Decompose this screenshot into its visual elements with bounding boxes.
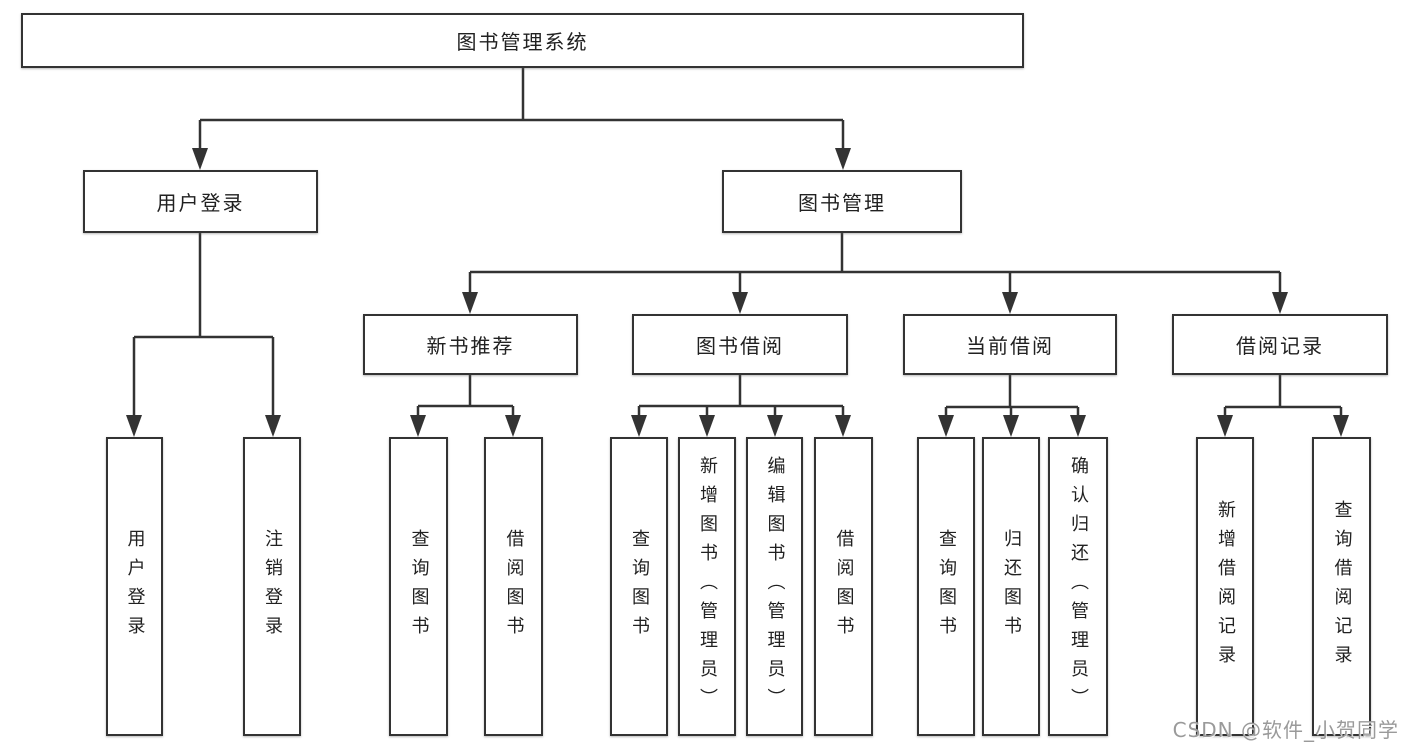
node-book-mgmt: 图书管理	[722, 170, 962, 233]
node-query-books-1-label: 查询图书	[408, 528, 430, 645]
node-add-book-admin: 新增图书（管理员）	[678, 437, 736, 736]
node-query-books-2-label: 查询图书	[629, 528, 650, 645]
node-query-books-2: 查询图书	[610, 437, 668, 736]
node-add-borrow-record-label: 新增借阅记录	[1215, 499, 1236, 674]
node-query-books-1: 查询图书	[389, 437, 448, 736]
node-book-borrow: 图书借阅	[632, 314, 848, 375]
node-current-borrow: 当前借阅	[903, 314, 1117, 375]
node-user-login-label: 用户登录	[156, 191, 245, 215]
node-user-login: 用户登录	[83, 170, 318, 233]
arrowhead-icons	[126, 148, 1349, 437]
node-current-borrow-label: 当前借阅	[966, 334, 1054, 358]
connector-shafts	[132, 68, 1343, 419]
node-borrow-books-2-label: 借阅图书	[833, 528, 855, 645]
node-edit-book-admin: 编辑图书（管理员）	[746, 437, 803, 736]
node-borrow-records: 借阅记录	[1172, 314, 1388, 375]
node-new-book-rec: 新书推荐	[363, 314, 578, 375]
node-new-book-rec-label: 新书推荐	[426, 334, 515, 358]
node-borrow-books-2: 借阅图书	[814, 437, 873, 736]
node-borrow-books-1-label: 借阅图书	[503, 528, 525, 645]
node-book-mgmt-label: 图书管理	[798, 191, 886, 215]
watermark: CSDN @软件_小贺同学	[1172, 718, 1399, 742]
node-login: 用户登录	[106, 437, 163, 736]
node-edit-book-admin-label: 编辑图书（管理员）	[764, 456, 786, 717]
node-add-borrow-record: 新增借阅记录	[1196, 437, 1254, 736]
node-query-borrow-record-label: 查询借阅记录	[1331, 499, 1353, 674]
node-borrow-books-1: 借阅图书	[484, 437, 543, 736]
node-borrow-records-label: 借阅记录	[1236, 334, 1324, 358]
node-book-borrow-label: 图书借阅	[696, 334, 784, 358]
node-return-books: 归还图书	[982, 437, 1040, 736]
node-confirm-return-admin-label: 确认归还（管理员）	[1068, 456, 1089, 717]
node-query-books-3: 查询图书	[917, 437, 975, 736]
node-login-label: 用户登录	[124, 528, 146, 645]
node-query-books-3-label: 查询图书	[936, 528, 957, 645]
node-return-books-label: 归还图书	[1001, 528, 1022, 645]
node-query-borrow-record: 查询借阅记录	[1312, 437, 1371, 736]
node-logout-label: 注销登录	[262, 528, 283, 645]
node-logout: 注销登录	[243, 437, 301, 736]
node-root: 图书管理系统	[21, 13, 1024, 68]
node-root-label: 图书管理系统	[456, 30, 589, 54]
node-confirm-return-admin: 确认归还（管理员）	[1048, 437, 1108, 736]
node-add-book-admin-label: 新增图书（管理员）	[697, 456, 718, 717]
